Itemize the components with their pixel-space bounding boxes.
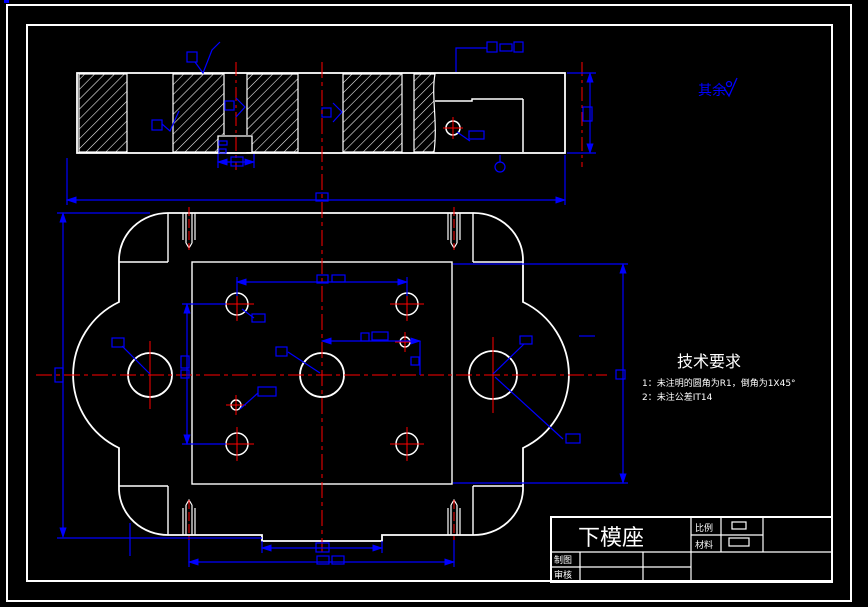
dim-text-box [275,346,288,357]
datum-symbol [494,155,506,173]
counterbore-notch [217,135,253,152]
dim-text-box [615,369,626,380]
section-view [65,41,596,205]
material-label: 材料 [695,539,713,551]
dim-text-box [316,274,329,284]
scale-label: 比例 [695,522,713,534]
corner-tick [4,0,9,3]
plan-dimensions [54,211,628,567]
section-dimensions [65,41,596,205]
section-centerlines [235,62,583,170]
section-outline [76,72,566,154]
leader-line [456,131,471,142]
title-block: 下模座 比例 材料 制图 审核 [550,516,833,583]
dim-text-box [180,369,190,379]
tech-req-item: 2：未注公差IT14 [642,391,713,403]
surface-note-group: 其余 [698,77,738,99]
dim-text-box [468,130,485,140]
dim-text-box [565,433,581,444]
surface-finish-symbols [151,41,343,132]
dim-text-box [316,555,330,565]
dim-text-box [218,140,228,146]
dim-text-box [218,148,227,154]
tech-req-item: 1：未注明的圆角为R1，倒角为1X45° [642,377,796,389]
surface-finish-icon [723,77,738,98]
checked-by-label: 审核 [554,569,572,581]
dim-text-box [180,355,190,369]
dim-text-box [315,192,329,202]
technical-requirements: 技术要求 1：未注明的圆角为R1，倒角为1X45° 2：未注公差IT14 [642,352,796,403]
leader-line [492,343,525,375]
leader-line [494,376,564,440]
dim-text-box [230,156,244,167]
dim-text-box [410,356,420,366]
title-block-grid [551,517,832,582]
drawing-frame [6,4,852,602]
dim-text-box [331,274,346,283]
leader-line [239,392,259,410]
dim-text-box [582,106,593,122]
inner-border [26,24,833,582]
dim-text-box [315,542,330,553]
surface-finish-icon [151,110,180,132]
scale-value-box [731,521,747,530]
corner-ledges [119,213,523,535]
part-name: 下模座 [578,526,644,551]
surface-finish-icon [186,41,221,75]
dim-text-box [54,367,64,383]
pocket-step [435,98,524,152]
leader-line [287,351,321,374]
surface-finish-icon [224,97,246,118]
dim-text-box [257,386,277,397]
dim-text-box [371,331,389,341]
dim-text-box [499,43,513,52]
plan-outline [72,212,570,542]
material-value-box [728,537,750,547]
dim-text-box [251,313,266,323]
drawn-by-label: 制图 [554,554,572,566]
surface-note-text: 其余 [698,82,726,99]
hatch-blocks [78,73,436,153]
dim-text-box [111,337,125,348]
tech-req-title: 技术要求 [677,352,741,371]
plan-view [36,62,628,567]
dim-text-box [331,555,345,565]
dim-text-box [486,41,498,53]
leader-line [455,47,487,72]
leader-line [121,345,151,375]
outer-border [6,4,852,602]
dim-text-box [513,41,524,53]
dim-text-box [360,332,370,342]
edge-pins [182,213,461,535]
dim-text-box [519,335,533,345]
